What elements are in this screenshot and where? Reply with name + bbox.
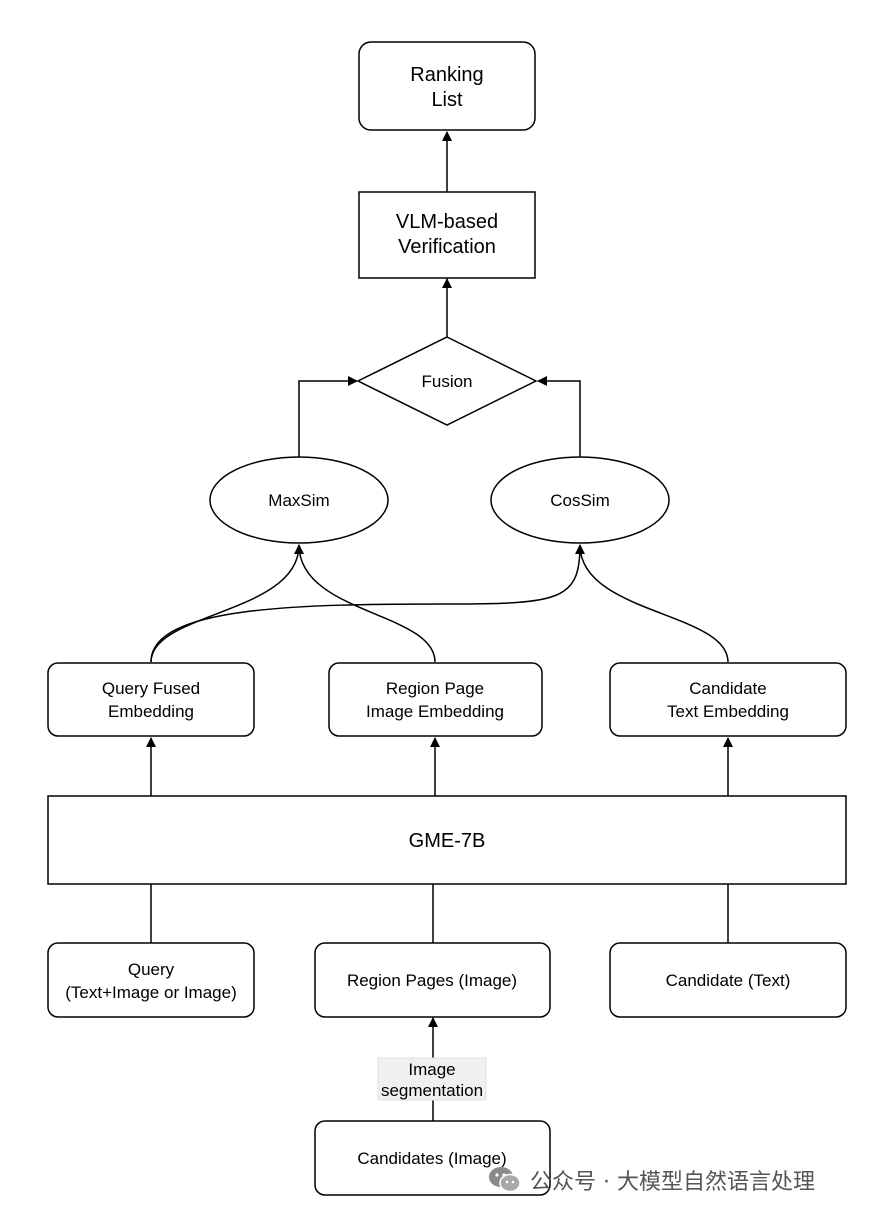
query-fused-embedding-line1: Query Fused [102,679,200,698]
maxsim-ellipse [209,456,389,544]
candidate-text-embedding-node: Candidate Text Embedding [609,662,847,737]
region-page-image-embedding-box [328,662,543,737]
region-pages-image-node: Region Pages (Image) [314,942,551,1018]
vlm-verification-label-line2: Verification [398,236,496,258]
region-page-image-embedding-line2: Image Embedding [366,702,504,721]
wechat-icon [489,1167,521,1193]
ranking-list-label-line1: Ranking [410,64,483,86]
maxsim-node: MaxSim [209,456,389,544]
region-pages-image-box [314,942,551,1018]
ranking-list-node: Ranking List [358,41,536,131]
query-input-node: Query (Text+Image or Image) [47,942,255,1018]
candidate-text-box [609,942,847,1018]
candidate-text-label: Candidate (Text) [666,971,791,990]
curve-query-to-maxsim [150,544,304,663]
image-segmentation-label-bg [377,1057,487,1101]
candidate-text-node: Candidate (Text) [609,942,847,1018]
cossim-ellipse [490,456,670,544]
gme-label: GME-7B [409,830,486,852]
region-page-image-embedding-node: Region Page Image Embedding [328,662,543,737]
query-fused-embedding-box [47,662,255,737]
cossim-label: CosSim [550,491,610,510]
arrow-maxsim-to-fusion [298,376,358,462]
cossim-node: CosSim [490,456,670,544]
curve-query-to-cossim [150,544,585,663]
query-input-box [47,942,255,1018]
curve-candidate-to-cossim [579,544,729,663]
gme-box [47,795,847,885]
maxsim-label: MaxSim [268,491,329,510]
image-segmentation-line2: segmentation [381,1081,483,1100]
connectors [146,131,733,1121]
image-segmentation-edge-label: Image segmentation [377,1057,487,1101]
curve-region-to-maxsim [298,544,436,663]
vlm-verification-box [358,191,536,279]
query-input-line2: (Text+Image or Image) [65,983,237,1002]
ranking-list-label-line2: List [431,89,463,111]
gme-node: GME-7B [47,795,847,885]
watermark: 公众号 · 大模型自然语言处理 [488,1163,868,1197]
vlm-verification-label-line1: VLM-based [396,211,498,233]
ranking-list-box [358,41,536,131]
watermark-text: 公众号 · 大模型自然语言处理 [530,1170,815,1195]
candidate-text-embedding-box [609,662,847,737]
region-pages-image-label: Region Pages (Image) [347,971,517,990]
fusion-diamond [356,336,538,426]
query-fused-embedding-node: Query Fused Embedding [47,662,255,737]
fusion-label: Fusion [421,372,472,391]
vlm-verification-node: VLM-based Verification [358,191,536,279]
candidate-text-embedding-line1: Candidate [689,679,767,698]
arrow-cossim-to-fusion [537,376,581,462]
fusion-node: Fusion [356,336,538,426]
candidate-text-embedding-line2: Text Embedding [667,702,789,721]
query-input-line1: Query [128,960,175,979]
region-page-image-embedding-line1: Region Page [386,679,484,698]
query-fused-embedding-line2: Embedding [108,702,194,721]
image-segmentation-line1: Image [408,1060,455,1079]
candidates-image-label: Candidates (Image) [357,1149,506,1168]
